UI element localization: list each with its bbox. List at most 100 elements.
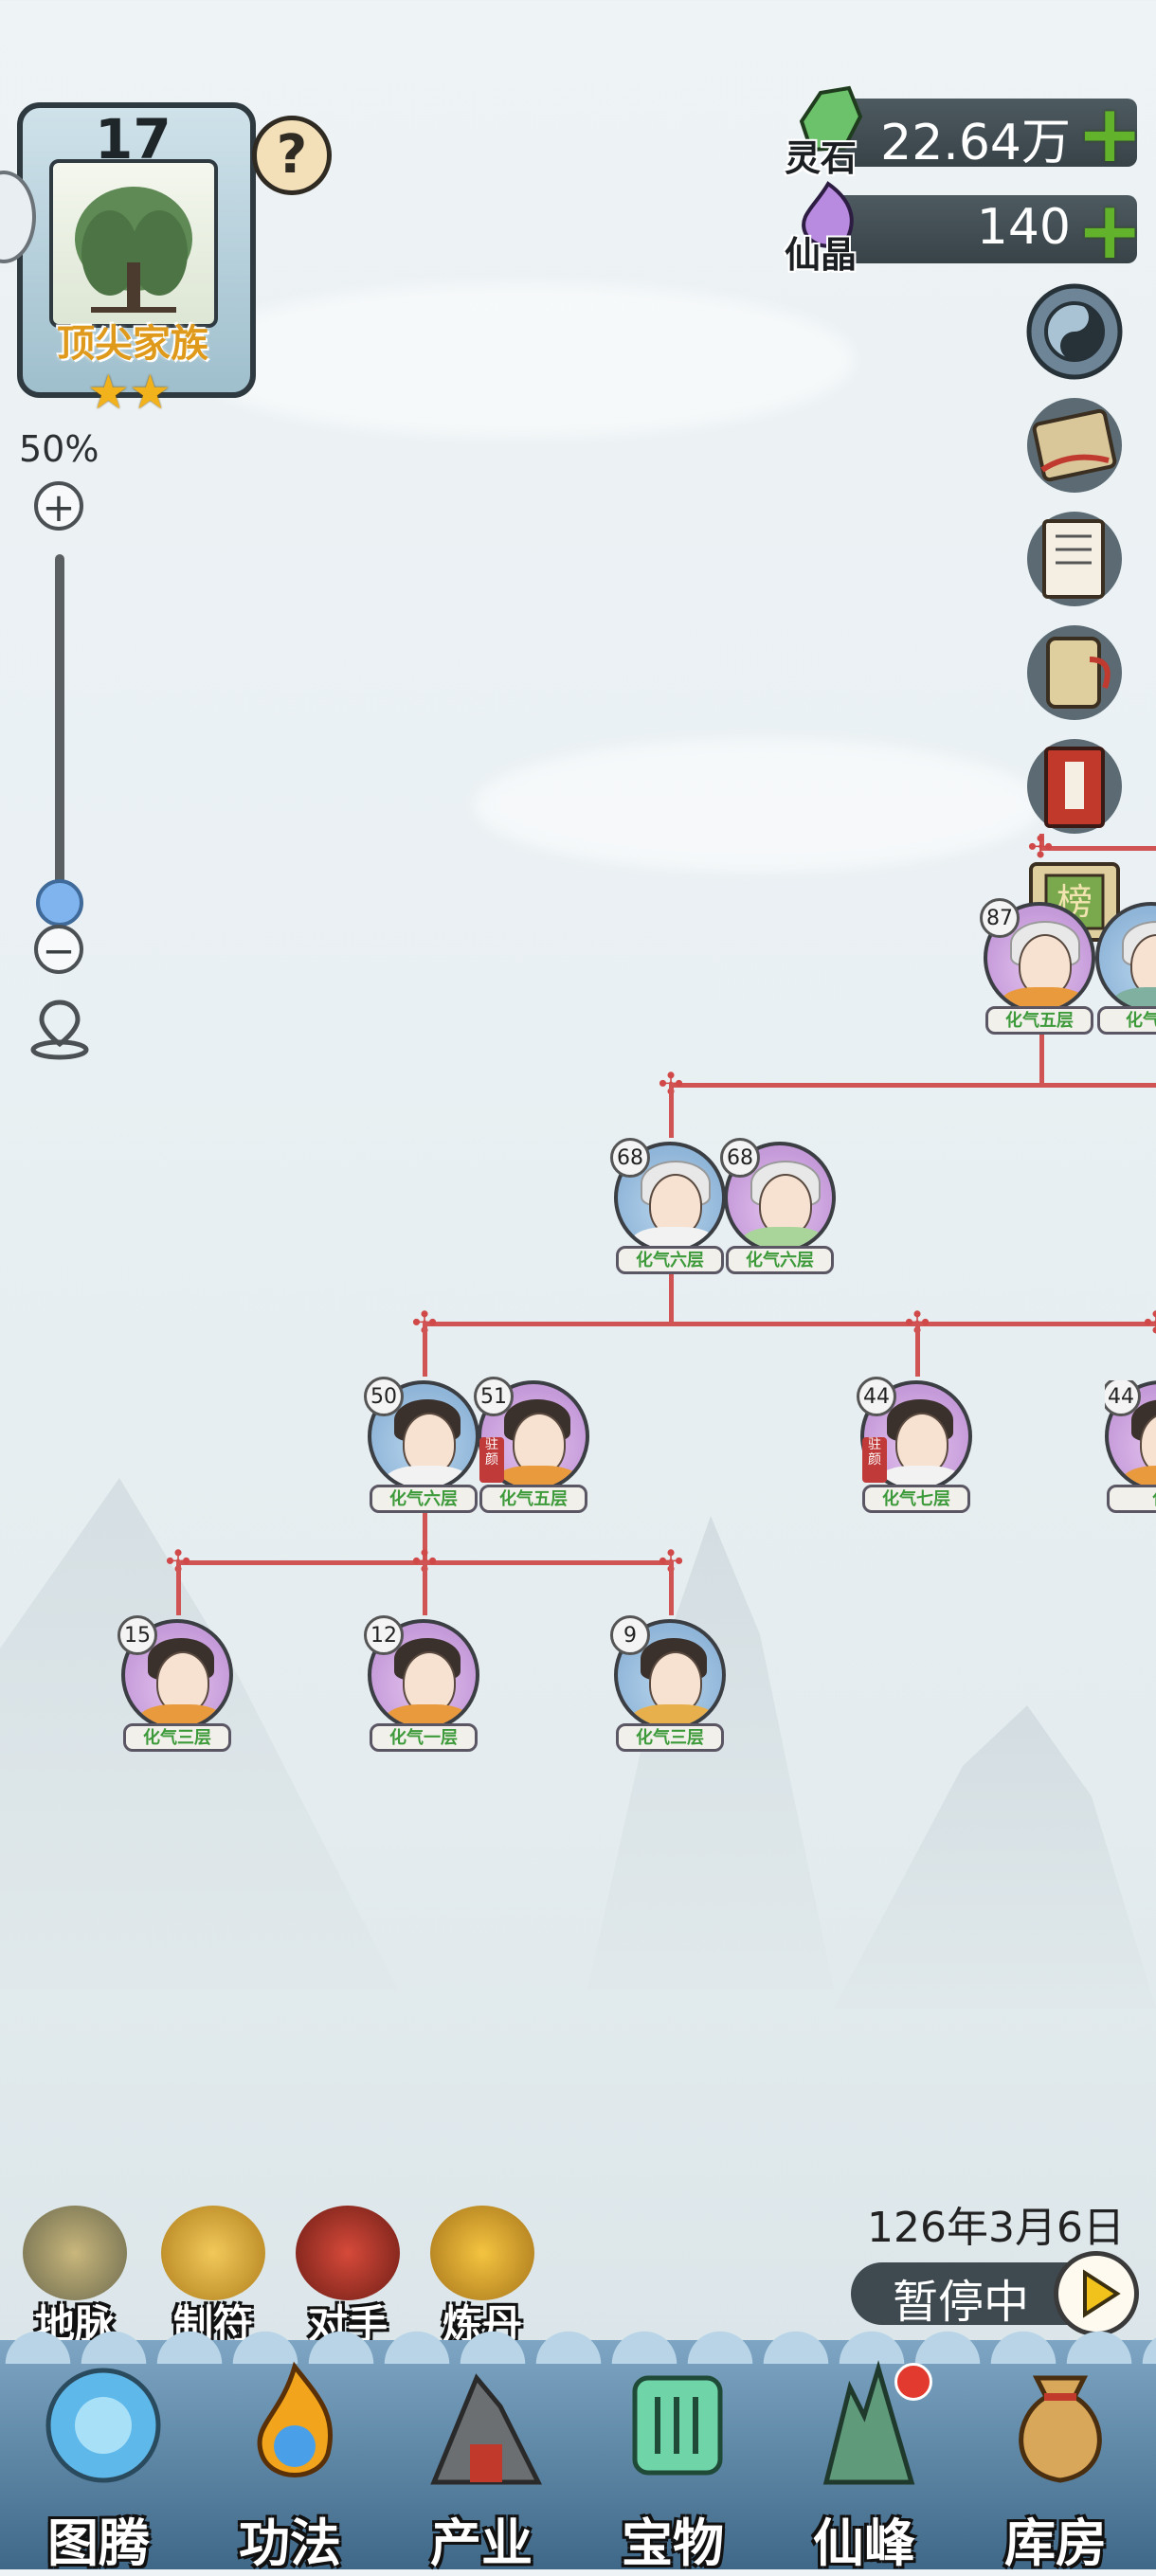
member-seal: 驻颜 <box>862 1437 887 1483</box>
tab-label: 仙峰 <box>813 2513 915 2573</box>
locate-icon[interactable] <box>27 995 93 1061</box>
tree-line <box>176 1560 181 1615</box>
notification-dot <box>894 2363 932 2401</box>
family-member[interactable]: 87 化气五层 <box>980 898 1097 1044</box>
earth-vein-icon <box>23 2206 127 2300</box>
member-seal: 驻颜 <box>479 1437 504 1483</box>
tree-line <box>669 1083 1156 1088</box>
tree-line <box>1039 834 1044 849</box>
member-age: 9 <box>610 1615 650 1655</box>
member-age: 44 <box>1105 1380 1141 1416</box>
member-age: 51 <box>474 1377 514 1416</box>
spirit-stone-icon <box>792 83 868 159</box>
scroll-icon[interactable] <box>1023 621 1126 724</box>
member-age: 15 <box>117 1615 157 1655</box>
map-scroll-icon[interactable] <box>1023 394 1126 496</box>
action-talisman[interactable]: 制符 <box>152 2198 275 2348</box>
tab-treasure[interactable]: 宝物 <box>578 2359 768 2573</box>
totem-icon <box>42 2359 165 2492</box>
tab-technique[interactable]: 功法 <box>195 2359 385 2573</box>
currency-bar <box>834 99 1137 167</box>
tab-label: 库房 <box>1004 2513 1107 2573</box>
currency-value: 140 <box>976 199 1071 256</box>
zoom-in-button[interactable]: + <box>34 481 83 531</box>
family-title: 顶尖家族 <box>57 322 208 366</box>
add-spirit-stone-button[interactable]: + <box>1076 87 1144 180</box>
action-alchemy[interactable]: 炼丹 <box>421 2198 544 2348</box>
game-date: 126年3月6日 <box>867 2204 1125 2252</box>
member-rank: 化气一层 <box>370 1723 478 1752</box>
zoom-out-button[interactable]: − <box>34 925 83 974</box>
play-icon <box>1083 2269 1121 2318</box>
notes-paper-icon[interactable] <box>1023 508 1126 610</box>
family-member[interactable]: 9 化气三层 <box>610 1615 728 1761</box>
talisman-icon <box>161 2206 265 2300</box>
member-age: 44 <box>857 1377 896 1416</box>
member-rank: 化气七层 <box>862 1485 970 1513</box>
family-member[interactable]: 15 化气三层 <box>117 1615 235 1761</box>
immortal-crystal-icon <box>790 178 866 254</box>
add-immortal-crystal-button[interactable]: + <box>1076 184 1144 277</box>
immortal-peak-icon <box>807 2359 930 2492</box>
member-rank: 化气六层 <box>370 1485 478 1513</box>
bottom-nav <box>0 2340 1156 2569</box>
tab-totem[interactable]: 图腾 <box>4 2359 193 2573</box>
tree-line <box>1039 846 1156 851</box>
pause-status: 暂停中 <box>893 2276 1030 2329</box>
mist-cloud <box>190 284 853 436</box>
family-member[interactable]: 化气三 <box>1095 902 1156 1044</box>
storehouse-bag-icon <box>999 2359 1122 2492</box>
settings-yin-yang-icon[interactable] <box>1023 280 1126 383</box>
treasure-jade-icon <box>616 2359 739 2492</box>
currency-label: 仙晶 <box>785 234 858 276</box>
family-member[interactable]: 68 化气六层 <box>610 1138 728 1284</box>
member-rank: 化气三 <box>1097 1006 1156 1035</box>
tab-storehouse[interactable]: 库房 <box>961 2359 1150 2573</box>
member-rank: 化气五层 <box>479 1485 587 1513</box>
tab-label: 图腾 <box>47 2513 150 2573</box>
help-button[interactable]: ? <box>252 116 332 195</box>
member-portrait <box>1095 902 1156 1014</box>
family-level: 17 <box>95 107 172 171</box>
tree-line <box>669 1560 674 1615</box>
tab-label: 产业 <box>430 2513 533 2573</box>
tree-line <box>423 1322 1156 1326</box>
family-member[interactable]: 44 化 <box>1105 1380 1156 1522</box>
tab-immortal-peak[interactable]: 仙峰 <box>769 2359 959 2573</box>
action-rival[interactable]: 对手 <box>286 2198 409 2348</box>
technique-flame-icon <box>233 2359 356 2492</box>
star-icon: ★ <box>129 365 172 420</box>
currency-bar <box>834 195 1137 263</box>
family-member[interactable]: 驻颜 51 化气五层 <box>474 1377 591 1522</box>
tree-line <box>669 1083 674 1138</box>
member-rank: 化气六层 <box>726 1246 834 1274</box>
book-icon[interactable] <box>1023 735 1126 838</box>
currency-value: 22.64万 <box>880 115 1071 171</box>
tree-line <box>669 1270 674 1324</box>
member-rank: 化气三层 <box>123 1723 231 1752</box>
tree-knot-icon: ✣ <box>1143 1305 1156 1341</box>
tree-line <box>423 1322 427 1377</box>
member-age: 12 <box>364 1615 404 1655</box>
bottom-nav-wave <box>0 2326 1156 2364</box>
zoom-slider-thumb[interactable] <box>36 879 83 927</box>
family-member[interactable]: 12 化气一层 <box>364 1615 481 1761</box>
tree-line <box>423 1508 427 1563</box>
zoom-slider-track[interactable] <box>55 554 64 905</box>
member-age: 68 <box>720 1138 760 1178</box>
currency-label: 灵石 <box>785 137 858 179</box>
tab-industry[interactable]: 产业 <box>387 2359 576 2573</box>
industry-mountain-icon <box>424 2359 548 2492</box>
member-age: 68 <box>610 1138 650 1178</box>
family-member[interactable]: 驻颜 44 化气七层 <box>857 1377 974 1522</box>
tab-label: 宝物 <box>622 2513 724 2573</box>
play-button[interactable] <box>1054 2251 1139 2336</box>
tree-line <box>1039 1033 1044 1088</box>
family-member[interactable]: 50 化气六层 <box>364 1377 481 1522</box>
family-member[interactable]: 68 化气六层 <box>720 1138 838 1284</box>
action-earth-vein[interactable]: 地脉 <box>13 2198 136 2348</box>
member-age: 50 <box>364 1377 404 1416</box>
tree-line <box>423 1560 427 1615</box>
star-icon: ★ <box>87 365 130 420</box>
willow-tree-icon <box>49 159 218 328</box>
